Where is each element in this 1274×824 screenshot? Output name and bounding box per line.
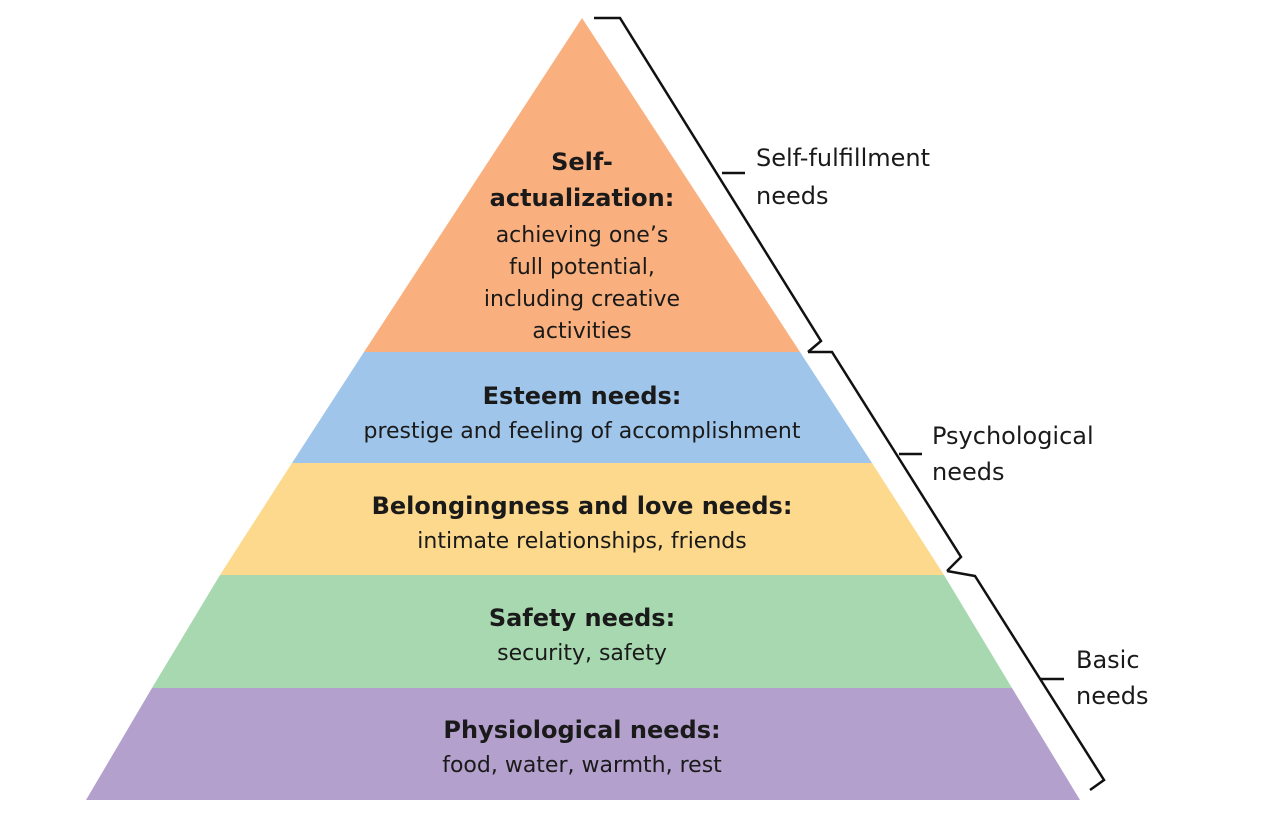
esteem-title: Esteem needs: bbox=[483, 382, 682, 410]
group-self-fulfillment-line-1: Self-fulfillment bbox=[756, 144, 930, 172]
level-physiological bbox=[86, 688, 1080, 800]
bracket-basic bbox=[946, 569, 1106, 792]
level-self-actualization bbox=[364, 18, 800, 352]
esteem-desc: prestige and feeling of accomplishment bbox=[364, 419, 801, 444]
group-basic-line-1: Basic bbox=[1076, 646, 1140, 674]
belonging-desc: intimate relationships, friends bbox=[417, 529, 746, 554]
safety-desc: security, safety bbox=[497, 641, 667, 666]
physiological-desc: food, water, warmth, rest bbox=[442, 753, 722, 778]
level-esteem bbox=[292, 352, 872, 463]
belonging-title: Belongingness and love needs: bbox=[372, 492, 793, 520]
safety-title: Safety needs: bbox=[489, 604, 675, 632]
level-safety bbox=[152, 575, 1012, 688]
self-actualization-desc-2: full potential, bbox=[509, 255, 655, 280]
bracket-self-fulfillment bbox=[594, 16, 823, 353]
group-psychological-line-2: needs bbox=[932, 458, 1004, 486]
physiological-title: Physiological needs: bbox=[443, 716, 720, 744]
group-psychological-line-1: Psychological bbox=[932, 422, 1094, 450]
level-belonging bbox=[220, 463, 944, 575]
self-actualization-desc-3: including creative bbox=[484, 287, 680, 312]
self-actualization-desc-4: activities bbox=[532, 319, 631, 344]
self-actualization-title-2: actualization: bbox=[490, 184, 675, 212]
self-actualization-desc-1: achieving one’s bbox=[496, 223, 669, 248]
bracket-psychological bbox=[808, 350, 963, 572]
group-self-fulfillment-line-2: needs bbox=[756, 182, 828, 210]
group-basic-line-2: needs bbox=[1076, 682, 1148, 710]
self-actualization-title-1: Self- bbox=[551, 148, 613, 176]
